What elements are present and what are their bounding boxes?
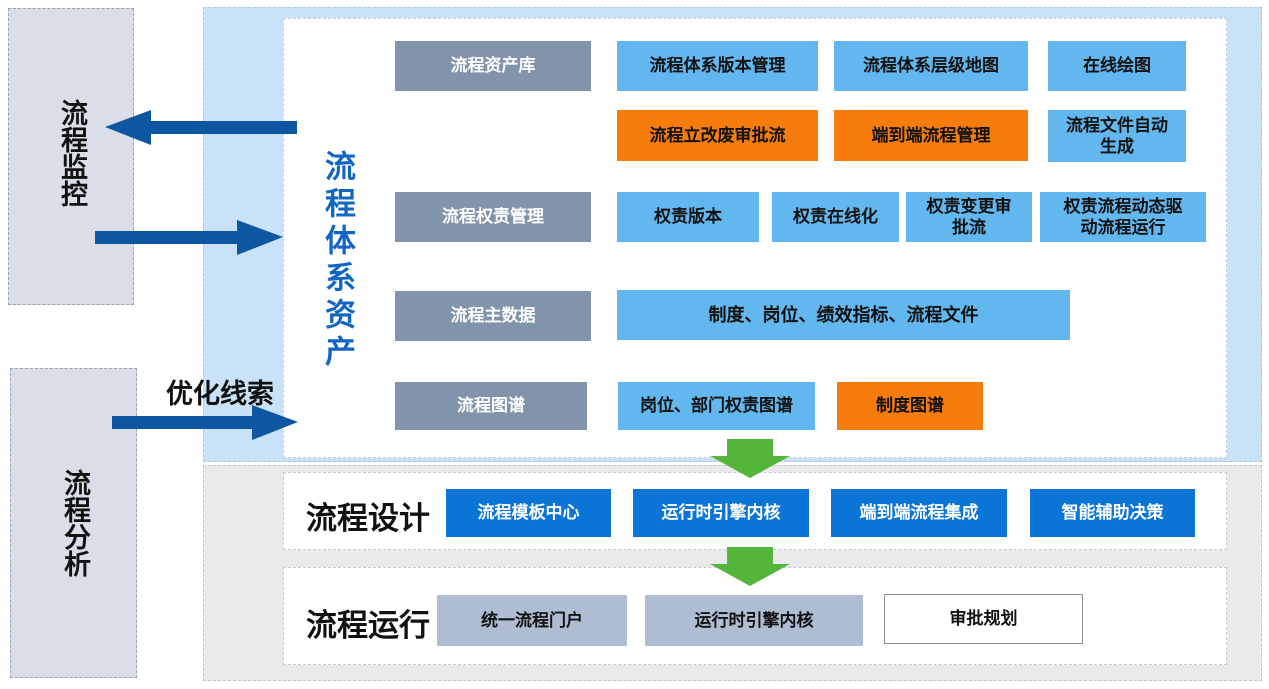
asset-item: 制度、岗位、绩效指标、流程文件 [617, 290, 1070, 340]
run-item: 运行时引擎内核 [645, 595, 863, 646]
category-box: 流程图谱 [395, 382, 587, 430]
optimize-clue-label: 优化线索 [166, 379, 274, 409]
asset-item: 制度图谱 [837, 382, 983, 430]
arrow-right-icon [95, 220, 283, 255]
monitor-panel-label: 流程监控 [57, 99, 87, 207]
asset-item: 岗位、部门权责图谱 [618, 382, 815, 430]
asset-item: 在线绘图 [1048, 41, 1186, 91]
design-item: 流程模板中心 [446, 489, 611, 537]
category-box: 流程主数据 [395, 291, 591, 341]
run-section-title: 流程运行 [306, 608, 430, 643]
run-item: 统一流程门户 [437, 595, 627, 646]
analysis-panel-label: 流程分析 [60, 469, 90, 577]
asset-item: 权责流程动态驱 动流程运行 [1040, 192, 1206, 242]
arrow-left-icon [105, 110, 297, 145]
run-item: 审批规划 [884, 594, 1083, 644]
monitor-panel: 流程监控 [8, 8, 134, 305]
category-box: 流程资产库 [395, 41, 591, 91]
asset-item: 流程体系版本管理 [617, 41, 818, 91]
arrow-down-icon [710, 547, 790, 586]
asset-item: 权责在线化 [772, 192, 899, 242]
design-item: 运行时引擎内核 [633, 489, 809, 537]
design-section-title: 流程设计 [306, 501, 430, 536]
arrow-down-icon [710, 439, 790, 478]
category-box: 流程权责管理 [395, 192, 591, 242]
asset-item: 端到端流程管理 [834, 110, 1028, 161]
asset-item: 流程立改废审批流 [617, 110, 818, 161]
asset-panel-title: 流程体系资产 [320, 150, 355, 372]
asset-item: 流程文件自动 生成 [1048, 110, 1186, 162]
design-item: 智能辅助决策 [1030, 489, 1195, 537]
design-item: 端到端流程集成 [831, 489, 1007, 537]
asset-item: 权责版本 [617, 192, 759, 242]
optimize-arrow-right-icon [112, 405, 298, 440]
asset-item: 权责变更审 批流 [906, 192, 1032, 242]
asset-item: 流程体系层级地图 [834, 41, 1028, 91]
